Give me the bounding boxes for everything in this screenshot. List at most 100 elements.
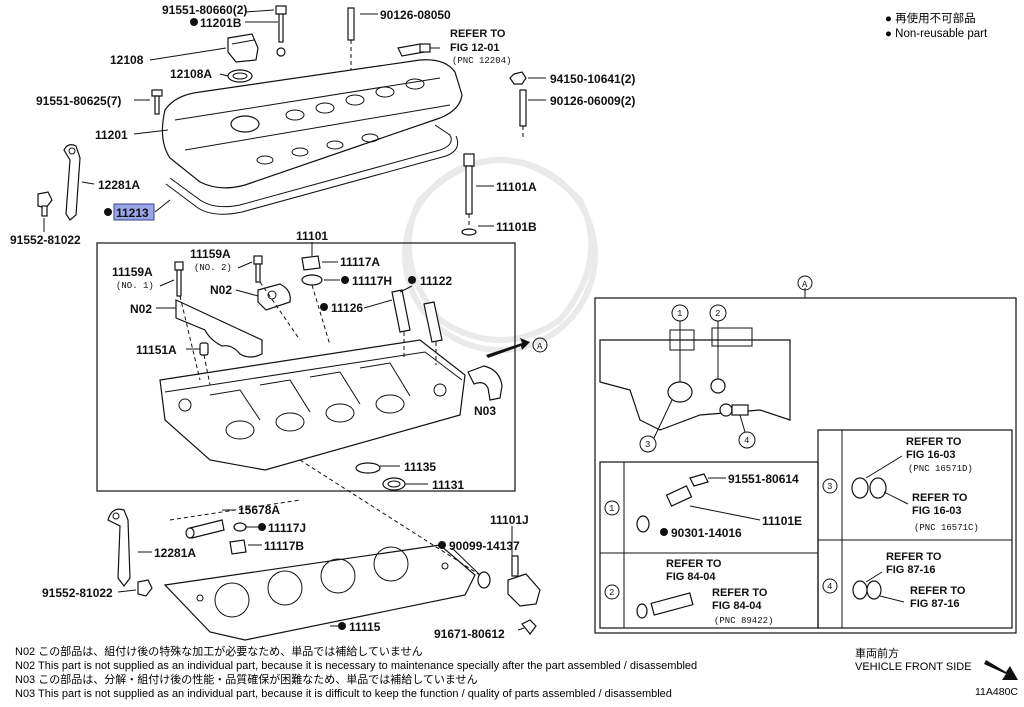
legend-en: Non-reusable part (895, 28, 988, 40)
label-11151A[interactable]: 11151A (136, 343, 177, 357)
r3-fig2[interactable]: FIG 16-03 (912, 505, 962, 517)
valve-guide-11122[interactable] (423, 301, 443, 343)
label-91671[interactable]: 91671-80612 (434, 627, 505, 641)
label-91551-80625[interactable]: 91551-80625(7) (36, 94, 121, 108)
bolt-91551-80625[interactable] (151, 89, 163, 115)
head-bolt-11101A[interactable] (463, 153, 475, 228)
label-91551-80660[interactable]: 91551-80660(2) (162, 3, 247, 17)
sensor-fig12[interactable] (397, 43, 431, 57)
valve-guide-11126[interactable] (391, 289, 411, 333)
label-91551-80614[interactable]: 91551-80614 (728, 472, 799, 486)
plug-11131[interactable] (382, 477, 406, 491)
label-12108A[interactable]: 12108A (170, 67, 212, 81)
label-12108[interactable]: 12108 (110, 53, 144, 67)
label-N02-lower[interactable]: N02 (130, 302, 152, 316)
label-11101A[interactable]: 11101A (496, 180, 537, 194)
label-fig12-01[interactable]: FIG 12-01 (450, 42, 500, 54)
label-11117H[interactable]: 11117H (352, 274, 392, 288)
label-N02-upper[interactable]: N02 (210, 283, 232, 297)
r2-fig1[interactable]: FIG 84-04 (666, 571, 716, 583)
head-gasket-11115[interactable] (163, 544, 476, 641)
sensor-11101J[interactable] (507, 555, 541, 607)
label-90301[interactable]: 90301-14016 (671, 526, 742, 540)
gasket-11117H[interactable] (301, 274, 323, 286)
label-91552-top[interactable]: 91552-81022 (10, 233, 81, 247)
bolt-91552-bottom[interactable] (137, 579, 153, 597)
label-11101E[interactable]: 11101E (762, 514, 802, 528)
bolt-11159A-no1[interactable] (174, 261, 184, 297)
bullet-icon: ● (885, 13, 892, 25)
label-11101B[interactable]: 11101B (496, 220, 537, 234)
label-12281A-bottom[interactable]: 12281A (154, 546, 196, 560)
label-11159A-no1[interactable]: 11159A (112, 265, 153, 279)
seal-11135[interactable] (355, 462, 381, 474)
label-11135[interactable]: 11135 (404, 460, 436, 474)
label-11131[interactable]: 11131 (432, 478, 464, 492)
label-11115[interactable]: 11115 (349, 620, 381, 634)
plug-11117A[interactable] (301, 255, 321, 271)
bolt-91671[interactable] (521, 619, 537, 635)
stud-90126-06009[interactable] (519, 89, 527, 140)
label-91552-bottom[interactable]: 91552-81022 (42, 586, 113, 600)
plug-11117B[interactable] (229, 539, 247, 555)
figure-code: 11A480C (975, 686, 1019, 698)
label-11201B[interactable]: 11201B (200, 16, 242, 30)
sensor-11101E[interactable] (665, 473, 709, 507)
note-n02-en: N02 This part is not supplied as an indi… (15, 660, 698, 672)
label-11117A[interactable]: 11117A (340, 255, 380, 269)
hose-clamp-fig16[interactable] (851, 455, 909, 505)
r4-fig1[interactable]: FIG 87-16 (886, 564, 936, 576)
r4-fig2[interactable]: FIG 87-16 (910, 598, 960, 610)
hose-clamp-fig87[interactable] (852, 571, 905, 603)
bolt-11159A-no2[interactable] (253, 255, 263, 283)
label-11122[interactable]: 11122 (420, 274, 452, 288)
nut-94150[interactable] (509, 71, 527, 85)
label-11117J[interactable]: 11117J (268, 521, 306, 535)
detail-c2: 2 (715, 309, 720, 319)
gasket-11213[interactable] (165, 124, 459, 215)
bolt-91551-80660[interactable] (275, 5, 287, 57)
label-11201[interactable]: 11201 (95, 128, 128, 142)
label-11101[interactable]: 11101 (296, 229, 328, 243)
label-no1: (NO. 1) (116, 281, 154, 291)
cylinder-head-block[interactable] (159, 339, 466, 471)
r2-fig2[interactable]: FIG 84-04 (712, 600, 762, 612)
detail-a-arrow (486, 338, 530, 358)
label-11101J[interactable]: 11101J (490, 513, 529, 527)
label-15678A[interactable]: 15678A (238, 503, 280, 517)
label-N03[interactable]: N03 (474, 404, 496, 418)
gasket-12108A[interactable] (227, 69, 253, 83)
washer-11101B[interactable] (461, 228, 477, 236)
oil-filler-cap-12108[interactable] (227, 33, 259, 63)
r2-pnc: (PNC 89422) (714, 616, 773, 626)
cam-cap-N02-lower[interactable] (175, 299, 263, 358)
water-outlet-N03[interactable] (467, 365, 503, 401)
detail-r1: 1 (609, 504, 614, 514)
bracket-12281A-bottom[interactable] (107, 508, 131, 587)
bracket-12281A-top[interactable] (63, 144, 81, 221)
label-11117B[interactable]: 11117B (264, 539, 304, 553)
pin-15678A[interactable] (185, 519, 225, 539)
label-90126-06009[interactable]: 90126-06009(2) (550, 94, 635, 108)
pin-11151A[interactable] (199, 342, 209, 356)
oring-90099[interactable] (477, 571, 491, 589)
cam-cap-N02-upper[interactable] (257, 283, 291, 311)
vehicle-front-arrow (984, 660, 1018, 680)
label-11126[interactable]: 11126 (331, 301, 363, 315)
leader-lines-top (43, 9, 546, 232)
plug-11117J[interactable] (233, 522, 247, 532)
oring-90301[interactable] (636, 515, 650, 533)
label-11159A-no2[interactable]: 11159A (190, 247, 231, 261)
stud-90126-08050[interactable] (347, 7, 355, 75)
label-90099[interactable]: 90099-14137 (449, 539, 520, 553)
label-12281A-top[interactable]: 12281A (98, 178, 140, 192)
legend-jp: 再使用不可部品 (895, 13, 976, 25)
label-90126-08050[interactable]: 90126-08050 (380, 8, 451, 22)
label-94150[interactable]: 94150-10641(2) (550, 72, 635, 86)
r3-fig1[interactable]: FIG 16-03 (906, 449, 956, 461)
label-11213[interactable]: 11213 (116, 206, 149, 220)
bolt-91552-top[interactable] (37, 191, 53, 217)
sensor-fig84[interactable] (636, 592, 694, 619)
label-refer-fig12: REFER TO (450, 28, 506, 40)
valve-cover-11201[interactable] (161, 59, 463, 189)
